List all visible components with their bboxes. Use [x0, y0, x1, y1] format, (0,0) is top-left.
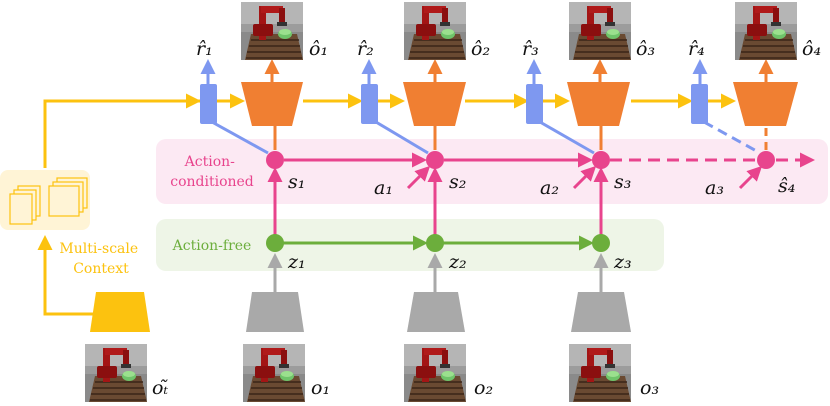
context-encoder — [90, 292, 150, 332]
state-label-1: s₁ — [288, 171, 305, 193]
context-obs-label: oₜ̃ — [152, 377, 168, 399]
action-label-3: a₃ — [705, 177, 724, 199]
context-label: Multi-scale Context — [59, 241, 142, 277]
obs-pred-label-3: ô₃ — [636, 38, 655, 60]
state-label-2: s₂ — [449, 171, 466, 193]
state-label-4: ŝ₄ — [778, 175, 795, 197]
latent-label-3: z₃ — [613, 251, 632, 273]
latent-nodes — [266, 234, 610, 252]
encoders — [246, 292, 631, 332]
action-label-2: a₂ — [540, 177, 559, 199]
action-free-region — [156, 219, 664, 271]
input-frame-3 — [568, 343, 632, 403]
state-nodes — [266, 151, 775, 169]
latent-label-2: z₂ — [448, 251, 467, 273]
stacked-frames-icon — [9, 177, 88, 225]
obs-input-label-2: o₂ — [474, 377, 493, 399]
reward-heads — [200, 84, 708, 124]
context-path — [37, 93, 736, 316]
reward-label-1: r̂₁ — [196, 38, 213, 60]
action-label-1: a₁ — [374, 177, 393, 199]
action-conditioned-label: Action- conditioned — [170, 154, 254, 190]
decoders — [241, 82, 798, 126]
state-label-3: s₃ — [614, 171, 631, 193]
reward-label-2: r̂₂ — [357, 38, 374, 60]
context-frame — [84, 343, 148, 403]
action-free-label: Action-free — [172, 238, 252, 254]
predicted-frame-4 — [734, 1, 798, 61]
obs-pred-label-2: ô₂ — [471, 38, 490, 60]
predicted-frame-1 — [240, 1, 304, 61]
reward-label-3: r̂₃ — [522, 38, 539, 60]
predicted-frame-3 — [568, 1, 632, 61]
action-conditioned-region — [156, 139, 828, 204]
latent-label-1: z₁ — [287, 251, 306, 273]
reward-label-4: r̂₄ — [688, 38, 705, 60]
obs-input-label-3: o₃ — [640, 377, 659, 399]
input-frame-1 — [242, 343, 306, 403]
predicted-frame-2 — [403, 1, 467, 61]
obs-pred-label-1: ô₁ — [309, 38, 328, 60]
obs-pred-label-4: ô₄ — [802, 38, 821, 60]
input-frame-2 — [403, 343, 467, 403]
obs-input-label-1: o₁ — [311, 377, 330, 399]
